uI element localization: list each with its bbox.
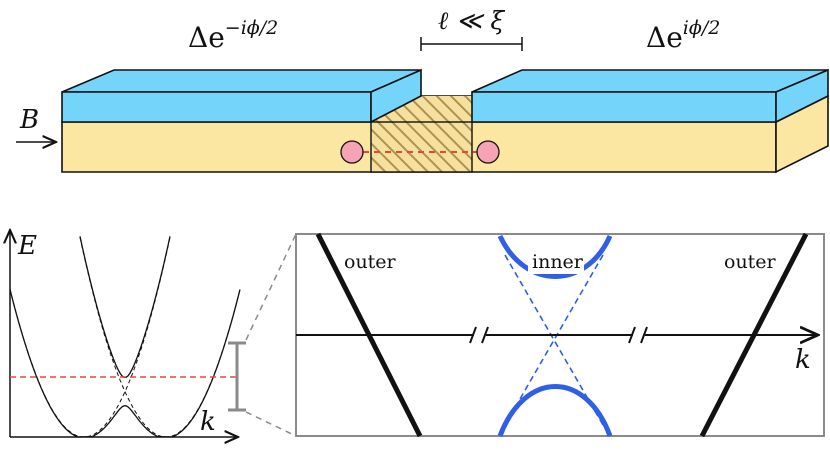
inner-band-upper	[497, 234, 613, 279]
heterostructure-device	[61, 68, 829, 174]
inner-dashed-b	[504, 254, 604, 426]
left-gap-label: Δe−iϕ/2	[188, 17, 278, 54]
axis-break-left	[469, 326, 489, 344]
band-plot-x-label: k	[200, 407, 216, 437]
left-superconductor-top	[61, 69, 422, 93]
field-label: B	[19, 105, 39, 135]
length-scale-bracket	[420, 37, 523, 51]
right-superconductor-top	[471, 69, 829, 93]
zoom-guide-top	[245, 233, 297, 341]
zoom-guide-bottom	[245, 411, 297, 437]
zoom-panel	[295, 232, 825, 438]
band-lower	[9, 289, 241, 438]
right-superconductor-side	[775, 68, 829, 124]
zoom-plot-x-label: k	[795, 345, 811, 375]
outer-right-label: outer	[724, 251, 777, 273]
band-plot-y-label: E	[17, 231, 37, 261]
left-superconductor-side	[370, 68, 422, 124]
outer-left-label: outer	[344, 251, 397, 273]
right-superconductor-front	[471, 91, 777, 123]
right-gap-label: Δeiϕ/2	[646, 17, 720, 54]
left-superconductor-front	[61, 91, 372, 123]
length-scale-label: ℓ ≪ ξ	[438, 6, 505, 35]
majorana-right	[476, 140, 500, 164]
band-upper	[79, 236, 171, 379]
zoom-range-bar	[228, 341, 246, 412]
inner-band-lower	[497, 384, 613, 437]
inner-label: inner	[532, 251, 584, 273]
junction-top-hatch	[371, 96, 472, 122]
junction-front-hatch	[370, 121, 473, 173]
majorana-left	[340, 140, 364, 164]
axis-break-right	[628, 326, 648, 344]
band-plot	[10, 230, 246, 437]
